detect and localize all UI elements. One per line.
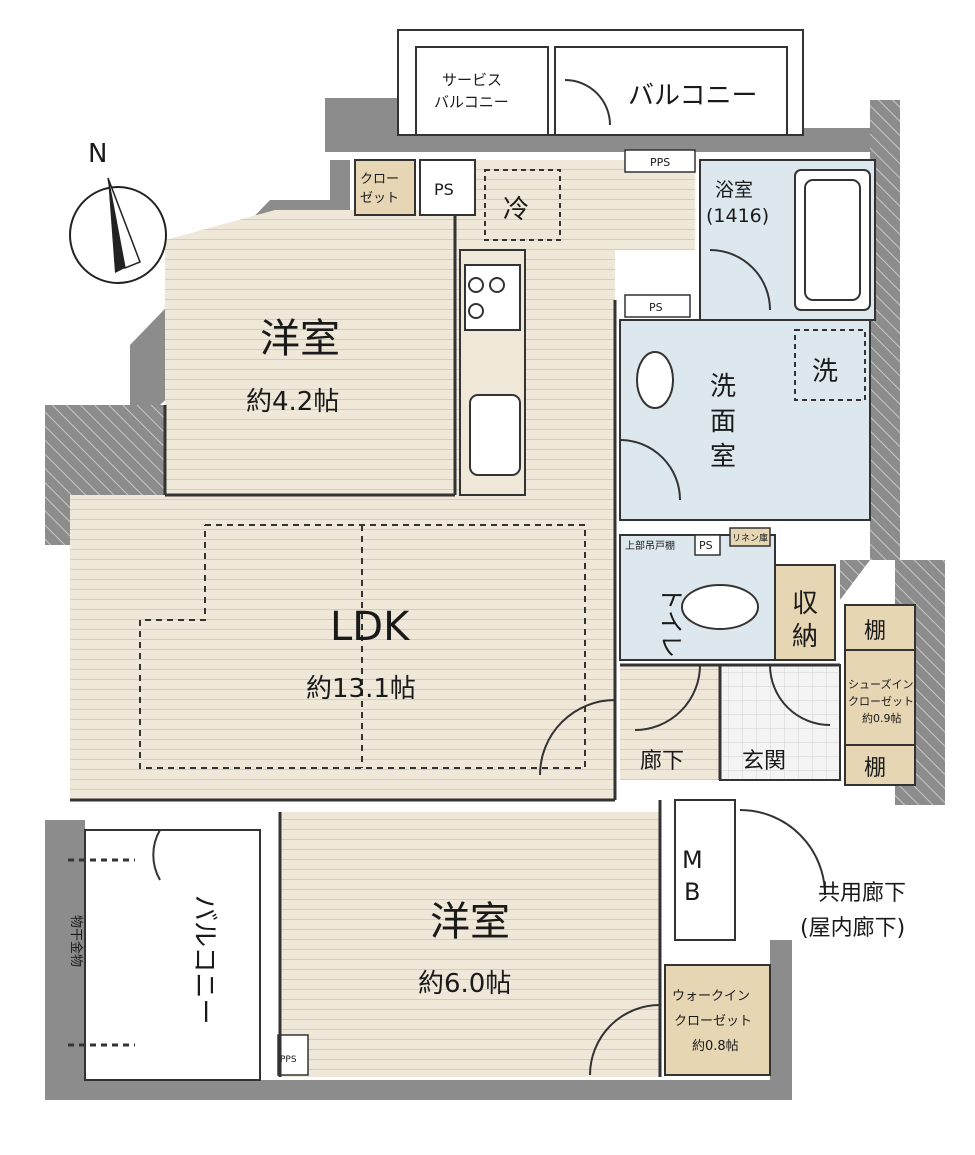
linen-label: リネン庫 (732, 532, 768, 544)
shoes-closet-line2: クローゼット (848, 695, 914, 708)
shelf-bottom-label: 棚 (864, 756, 886, 781)
ldk-size: 約13.1帖 (306, 674, 416, 704)
west-balcony (68, 829, 261, 1081)
shoes-closet-line1: シューズイン (848, 677, 913, 691)
door-swings (152, 79, 831, 1076)
service-boxes (277, 149, 871, 1076)
mb-char-1: M (682, 846, 703, 874)
interior-floor (70, 160, 720, 1077)
ps3-label: PS (699, 539, 713, 552)
service-balcony-line2: バルコニー (434, 93, 509, 111)
compass: N (69, 139, 167, 284)
upper-cabinet-label: 上部吊戸棚 (625, 539, 675, 552)
bedroom2-size: 約6.0帖 (418, 969, 511, 999)
storage-char-1: 収 (792, 589, 818, 619)
north-balcony-label: バルコニー (628, 81, 757, 111)
top-balcony (397, 29, 804, 136)
drying-hardware-label: 物干金物 (68, 915, 84, 967)
bath-name: 浴室 (715, 179, 753, 201)
shelf-top-label: 棚 (864, 619, 886, 644)
walkin-size: 約0.8帖 (692, 1039, 739, 1054)
compass-north-label: N (88, 139, 107, 169)
ps2-label: PS (649, 301, 663, 314)
service-balcony-line1: サービス (442, 71, 502, 89)
ldk-dashed-zone (139, 524, 586, 769)
labels: 洋室 約4.2帖 LDK 約13.1帖 洋室 約6.0帖 浴室 (1416) 洗… (68, 71, 914, 1065)
closet-line1: クロー (360, 172, 399, 187)
fridge-label: 冷 (503, 195, 529, 225)
washroom-char-3: 室 (710, 442, 736, 472)
shoes-closet-size: 約0.9帖 (862, 711, 902, 725)
entrance-label: 玄関 (742, 749, 786, 774)
washroom-char-1: 洗 (710, 372, 736, 402)
walkin-line1: ウォークイン (672, 989, 750, 1004)
closet-line2: ゼット (360, 191, 399, 206)
washer-label: 洗 (812, 357, 838, 387)
bedroom2-name: 洋室 (430, 899, 510, 945)
mb-char-2: B (684, 878, 700, 906)
common-corridor-line1: 共用廊下 (818, 881, 906, 906)
ps1-label: PS (434, 180, 454, 199)
toilet-label: トイレ (657, 586, 685, 658)
west-balcony-label: バルコニー (189, 895, 219, 1024)
closets (354, 159, 916, 1076)
walkin-line2: クローゼット (674, 1014, 752, 1029)
common-corridor-line2: (屋内廊下) (800, 916, 905, 941)
pps1-label: PPS (650, 156, 670, 169)
bath-size: (1416) (706, 205, 769, 227)
hall-label: 廊下 (640, 749, 684, 774)
partitions (70, 215, 840, 1077)
bedroom1-name: 洋室 (260, 316, 340, 362)
washroom-char-2: 面 (710, 407, 736, 437)
bedroom1-size: 約4.2帖 (246, 387, 339, 417)
storage-char-2: 納 (792, 622, 818, 652)
ldk-name: LDK (330, 604, 411, 650)
pps2-label: PPS (280, 1055, 297, 1065)
structure-walls (45, 98, 945, 1100)
